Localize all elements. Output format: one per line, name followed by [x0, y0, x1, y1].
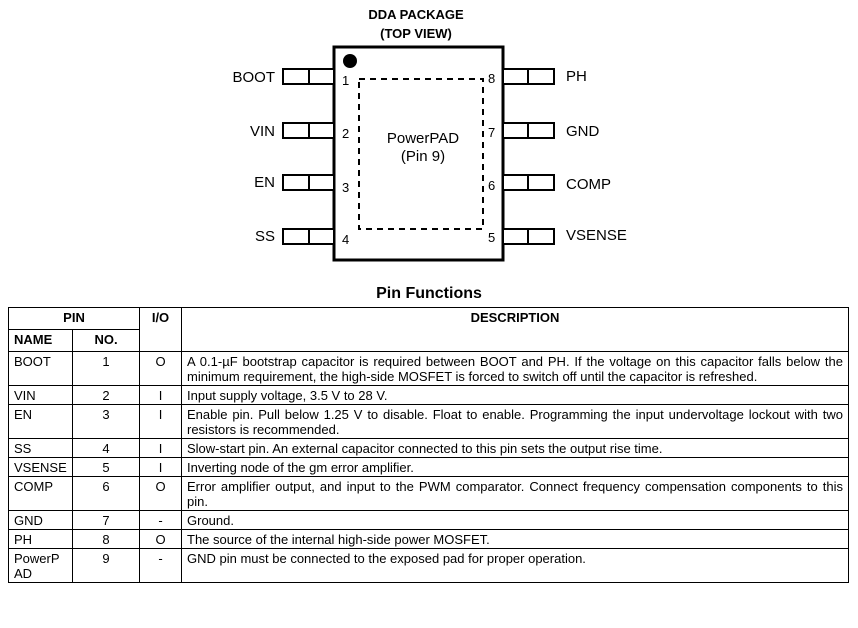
cell-no: 4	[72, 438, 140, 458]
cell-name: BOOT	[8, 351, 73, 386]
pin-name-gnd: GND	[566, 123, 600, 140]
package-body	[332, 45, 505, 262]
right-pin-leads	[502, 68, 555, 245]
pin-number-3: 3	[342, 180, 350, 195]
header-pin: PIN	[8, 307, 140, 330]
cell-no: 3	[72, 404, 140, 439]
cell-name: VSENSE	[8, 457, 73, 477]
cell-io: I	[139, 457, 182, 477]
package-diagram	[282, 45, 555, 262]
table-row: COMP 6 O Error amplifier output, and inp…	[8, 476, 849, 511]
table-row: VSENSE 5 I Inverting node of the gm erro…	[8, 457, 849, 477]
cell-name: GND	[8, 510, 73, 530]
cell-io: O	[139, 529, 182, 549]
pin-functions-table: PIN I/O DESCRIPTION NAME NO. BOOT 1 O A …	[8, 307, 849, 583]
pin-number-1: 1	[342, 73, 350, 88]
cell-io: O	[139, 351, 182, 386]
cell-description: GND pin must be connected to the exposed…	[181, 548, 849, 583]
pin1-marker-dot	[343, 54, 357, 68]
header-description: DESCRIPTION	[181, 307, 849, 352]
cell-no: 2	[72, 385, 140, 405]
cell-io: I	[139, 438, 182, 458]
pin-name-comp: COMP	[566, 176, 611, 193]
pin-name-boot: BOOT	[232, 69, 275, 86]
cell-io: I	[139, 404, 182, 439]
pin-name-ph: PH	[566, 68, 587, 85]
pin-number-2: 2	[342, 126, 350, 141]
pin-name-vsense: VSENSE	[566, 227, 627, 244]
table-row: PowerPAD 9 - GND pin must be connected t…	[8, 548, 849, 583]
powerpad-pin-label: (Pin 9)	[400, 148, 446, 165]
cell-no: 6	[72, 476, 140, 511]
pin-name-en: EN	[254, 174, 275, 191]
cell-no: 8	[72, 529, 140, 549]
cell-io: -	[139, 510, 182, 530]
table-row: EN 3 I Enable pin. Pull below 1.25 V to …	[8, 404, 849, 439]
table-row: BOOT 1 O A 0.1-µF bootstrap capacitor is…	[8, 351, 849, 386]
cell-description: Error amplifier output, and input to the…	[181, 476, 849, 511]
pin-name-ss: SS	[254, 228, 275, 245]
package-subtitle: (TOP VIEW)	[380, 26, 452, 41]
cell-description: Slow-start pin. An external capacitor co…	[181, 438, 849, 458]
table-row: SS 4 I Slow-start pin. An external capac…	[8, 438, 849, 458]
pin-name-vin: VIN	[249, 123, 275, 140]
header-io: I/O	[139, 307, 182, 352]
cell-description: Inverting node of the gm error amplifier…	[181, 457, 849, 477]
cell-no: 5	[72, 457, 140, 477]
cell-no: 9	[72, 548, 140, 583]
table-row: VIN 2 I Input supply voltage, 3.5 V to 2…	[8, 385, 849, 405]
cell-description: A 0.1-µF bootstrap capacitor is required…	[181, 351, 849, 386]
cell-io: O	[139, 476, 182, 511]
pin-number-5: 5	[488, 230, 496, 245]
left-pin-leads	[282, 68, 335, 245]
cell-no: 7	[72, 510, 140, 530]
header-name: NAME	[8, 329, 73, 352]
powerpad-label: PowerPAD	[386, 130, 460, 147]
powerpad-outline	[358, 78, 484, 230]
cell-description: Input supply voltage, 3.5 V to 28 V.	[181, 385, 849, 405]
pin-number-8: 8	[488, 71, 496, 86]
cell-name: COMP	[8, 476, 73, 511]
pin-number-4: 4	[342, 232, 350, 247]
cell-name: PH	[8, 529, 73, 549]
cell-io: -	[139, 548, 182, 583]
package-title: DDA PACKAGE	[368, 7, 464, 22]
table-row: PH 8 O The source of the internal high-s…	[8, 529, 849, 549]
cell-description: Enable pin. Pull below 1.25 V to disable…	[181, 404, 849, 439]
pin-number-6: 6	[488, 178, 496, 193]
cell-name: EN	[8, 404, 73, 439]
cell-io: I	[139, 385, 182, 405]
header-no: NO.	[72, 329, 140, 352]
section-title: Pin Functions	[376, 285, 482, 302]
table-row: GND 7 - Ground.	[8, 510, 849, 530]
cell-name: VIN	[8, 385, 73, 405]
cell-name: SS	[8, 438, 73, 458]
cell-no: 1	[72, 351, 140, 386]
cell-description: The source of the internal high-side pow…	[181, 529, 849, 549]
pin-number-7: 7	[488, 125, 496, 140]
cell-name: PowerPAD	[8, 548, 73, 583]
table-header-row: PIN I/O DESCRIPTION	[8, 307, 849, 352]
cell-description: Ground.	[181, 510, 849, 530]
